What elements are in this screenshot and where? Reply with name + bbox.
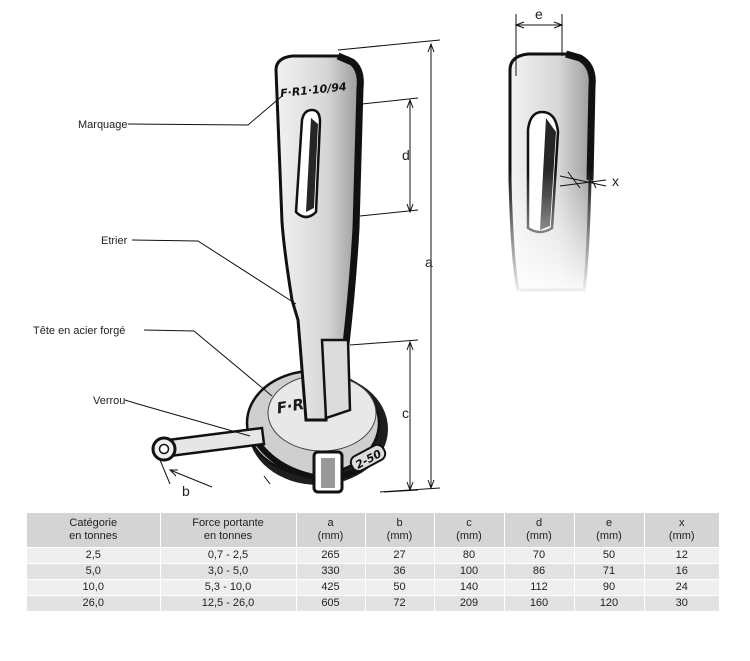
shackle: F·R1·10/94 [274,52,364,422]
table-cell: 24 [643,579,719,596]
header-a: a(mm) [295,513,365,548]
table-row: 26,0 12,5 - 26,0 605 72 209 160 120 30 [27,595,719,611]
table-cell: 5,0 [27,563,160,580]
label-marquage: Marquage [78,119,128,131]
table-cell: 50 [364,579,434,596]
table-cell: 16 [643,563,719,580]
table-row: 10,0 5,3 - 10,0 425 50 140 112 90 24 [27,579,719,596]
header-x: x(mm) [643,513,719,548]
table-cell: 90 [573,579,644,596]
table-cell: 72 [364,595,434,611]
table-cell: 10,0 [27,579,160,596]
product-diagram: F·R·DA 2-50 F·R1·10/94 Marquage Etrier [33,6,619,499]
dim-b: b [182,483,190,499]
header-c: c(mm) [433,513,504,548]
dim-a: a [425,254,433,270]
table-cell: 112 [503,579,574,596]
table-cell: 27 [364,547,434,564]
label-tete: Tête en acier forgé [33,325,125,337]
table-cell: 605 [295,595,365,611]
table-cell: 36 [364,563,434,580]
table-cell: 120 [573,595,644,611]
table-cell: 26,0 [27,595,160,611]
dimension-lines [159,39,441,493]
table-cell: 100 [433,563,504,580]
table-cell: 12 [643,547,719,564]
table-cell: 209 [433,595,504,611]
table-row: 5,0 3,0 - 5,0 330 36 100 86 71 16 [27,563,719,580]
table-cell: 80 [433,547,504,564]
side-detail-view: e x [500,6,619,300]
label-etrier: Etrier [101,235,128,247]
lock-lever [151,426,266,462]
table-cell: 50 [573,547,644,564]
table-cell: 70 [503,547,574,564]
table-cell: 30 [643,595,719,611]
header-b: b(mm) [364,513,434,548]
dim-e: e [535,6,543,22]
table-row: 2,5 0,7 - 2,5 265 27 80 70 50 12 [27,547,719,564]
label-verrou: Verrou [93,395,125,407]
table-cell: 2,5 [27,547,160,564]
table-cell: 0,7 - 2,5 [159,547,296,564]
table-cell: 5,3 - 10,0 [159,579,296,596]
dim-x: x [612,173,619,189]
table-cell: 160 [503,595,574,611]
table-cell: 3,0 - 5,0 [159,563,296,580]
table-cell: 12,5 - 26,0 [159,595,296,611]
table-cell: 265 [295,547,365,564]
table-cell: 425 [295,579,365,596]
table-cell: 86 [503,563,574,580]
hook-illustration: F·R·DA 2-50 F·R1·10/94 [151,52,388,494]
dim-c: c [402,405,409,421]
dim-d: d [402,147,410,163]
callouts: Marquage Etrier Tête en acier forgé Verr… [33,95,297,437]
table-cell: 71 [573,563,644,580]
header-e: e(mm) [573,513,644,548]
table-cell: 140 [433,579,504,596]
table-cell: 330 [295,563,365,580]
header-d: d(mm) [503,513,574,548]
